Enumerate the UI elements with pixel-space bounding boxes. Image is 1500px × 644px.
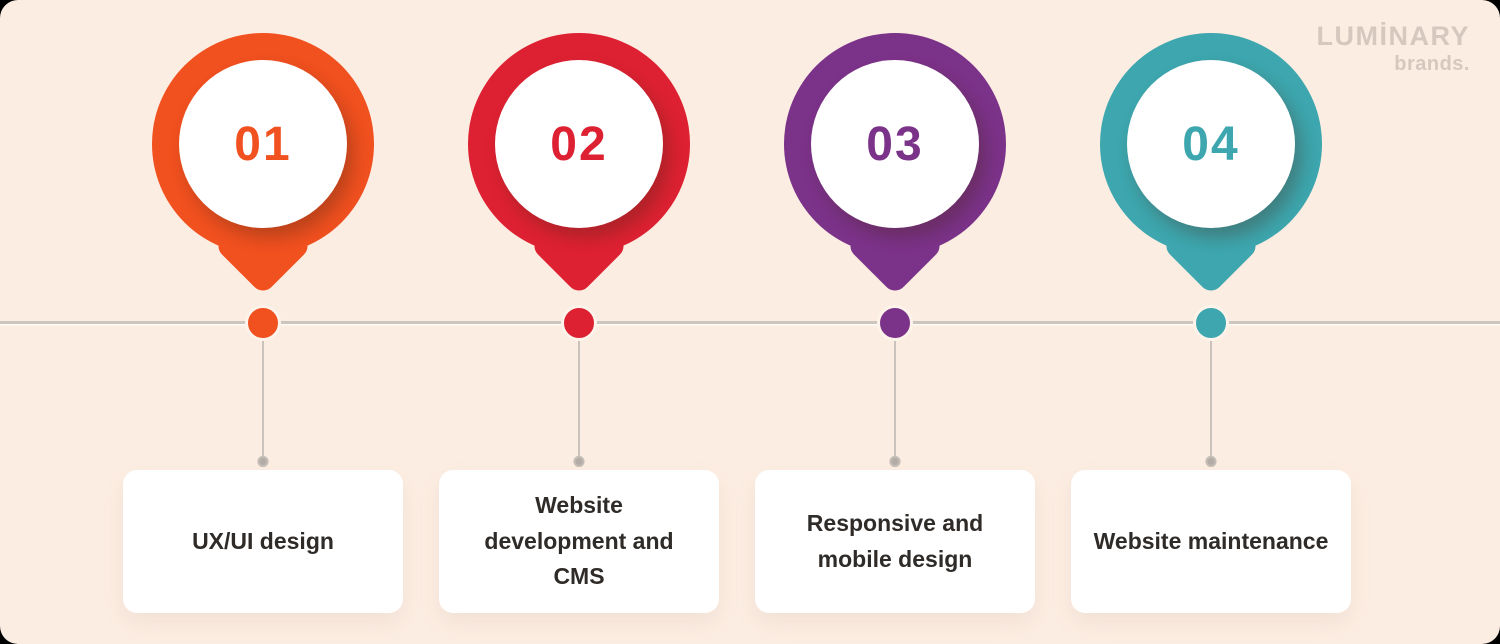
timeline-dot bbox=[877, 305, 913, 341]
timeline-dot bbox=[1193, 305, 1229, 341]
connector-end-dot bbox=[889, 456, 901, 467]
connector-end-dot bbox=[573, 456, 585, 467]
step-label: UX/UI design bbox=[192, 527, 334, 554]
timeline-line bbox=[0, 321, 1500, 324]
step-card: Website maintenance bbox=[1071, 470, 1351, 613]
step-column-3: 03 Responsive and mobile design bbox=[737, 0, 1053, 644]
timeline-dot bbox=[561, 305, 597, 341]
step-number: 04 bbox=[1182, 117, 1240, 171]
map-pin-icon: 03 bbox=[784, 33, 1006, 296]
brand-logo: LUMİNARY brands. bbox=[1316, 21, 1471, 75]
pin-inner-circle: 03 bbox=[811, 60, 979, 228]
step-label: Responsive and mobile design bbox=[806, 509, 984, 572]
pin-inner-circle: 02 bbox=[495, 60, 663, 228]
connector-line bbox=[578, 341, 580, 459]
brand-logo-name: LUMİNARY bbox=[1316, 21, 1470, 51]
connector-line bbox=[262, 341, 264, 459]
connector-line bbox=[894, 341, 896, 459]
connector-end-dot bbox=[1205, 456, 1217, 467]
step-card: UX/UI design bbox=[123, 470, 403, 613]
map-pin-icon: 01 bbox=[152, 33, 374, 296]
brand-logo-tagline: brands. bbox=[1394, 52, 1470, 75]
pin-inner-circle: 04 bbox=[1127, 60, 1295, 228]
timeline-dot bbox=[245, 305, 281, 341]
map-pin-icon: 02 bbox=[468, 33, 690, 296]
step-column-2: 02 Website development and CMS bbox=[421, 0, 737, 644]
step-label: Website maintenance bbox=[1093, 527, 1329, 554]
step-number: 01 bbox=[234, 117, 292, 171]
step-label: Website development and CMS bbox=[484, 492, 674, 590]
steps-row: 01 UX/UI design 02 Website development bbox=[105, 0, 1369, 644]
connector-line bbox=[1210, 341, 1212, 459]
step-number: 02 bbox=[550, 117, 608, 171]
step-column-1: 01 UX/UI design bbox=[105, 0, 421, 644]
connector-end-dot bbox=[257, 456, 269, 467]
step-card: Responsive and mobile design bbox=[755, 470, 1035, 613]
step-card: Website development and CMS bbox=[439, 470, 719, 613]
step-column-4: 04 Website maintenance bbox=[1053, 0, 1369, 644]
map-pin-icon: 04 bbox=[1100, 33, 1322, 296]
step-number: 03 bbox=[866, 117, 924, 171]
pin-inner-circle: 01 bbox=[179, 60, 347, 228]
